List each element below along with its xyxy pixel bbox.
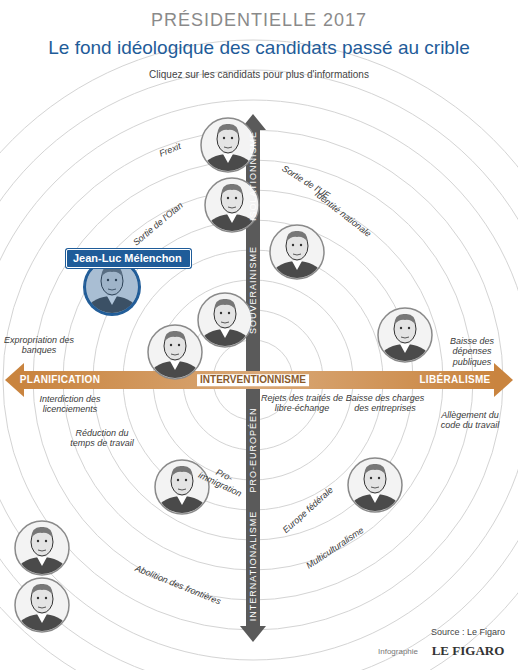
concentric-circles bbox=[0, 40, 518, 670]
axis-label: PRO-EUROPÉEN bbox=[248, 407, 258, 492]
candidate-portraits bbox=[12, 118, 435, 635]
theme-label: Baisse des charges des entreprises bbox=[339, 393, 431, 414]
theme-label: Expropriation des banques bbox=[3, 335, 75, 356]
theme-label: Identité nationale bbox=[313, 189, 373, 239]
theme-label: Allègement du code du travail bbox=[434, 410, 506, 431]
theme-label: Rejets des traités de libre-échange bbox=[256, 393, 348, 414]
theme-label: Sortie de l'Otan bbox=[131, 200, 185, 248]
theme-label: Europe fédérale bbox=[281, 485, 336, 536]
source-note: Source : Le Figaro bbox=[431, 627, 505, 637]
axis-label: INTERNATIONALISME bbox=[248, 511, 258, 621]
instruction: Cliquez sur les candidats pour plus d'in… bbox=[4, 69, 514, 81]
axis-label: PLANIFICATION bbox=[20, 374, 100, 386]
theme-label: Multiculturalisme bbox=[304, 525, 365, 571]
axis-label: SOUVERAINISME bbox=[248, 246, 258, 334]
theme-label: Interdiction des licenciements bbox=[25, 394, 115, 415]
axis-label: LIBÉRALISME bbox=[419, 374, 490, 386]
theme-label: Abolition des frontières bbox=[134, 563, 223, 607]
axis-label: INTERVENTIONNISME bbox=[197, 374, 309, 386]
credit-label: Infographie bbox=[378, 647, 418, 656]
theme-label: Baisse des dépenses publiques bbox=[437, 336, 507, 367]
horizontal-axis bbox=[5, 363, 513, 397]
axis-label: ISOLATIONNISME bbox=[248, 131, 258, 221]
title: PRÉSIDENTIELLE 2017 bbox=[0, 10, 518, 31]
subtitle: Le fond idéologique des candidats passé … bbox=[4, 37, 514, 59]
candidate-name: Jean-Luc Mélenchon bbox=[73, 252, 184, 264]
candidate-name-tag: Jean-Luc Mélenchon bbox=[66, 249, 191, 268]
theme-label: Frexit bbox=[158, 141, 183, 159]
logo-text: LE FIGARO bbox=[432, 644, 505, 659]
theme-label: Réduction du temps de travail bbox=[62, 428, 142, 449]
theme-label: Pro-immigration bbox=[195, 460, 249, 500]
